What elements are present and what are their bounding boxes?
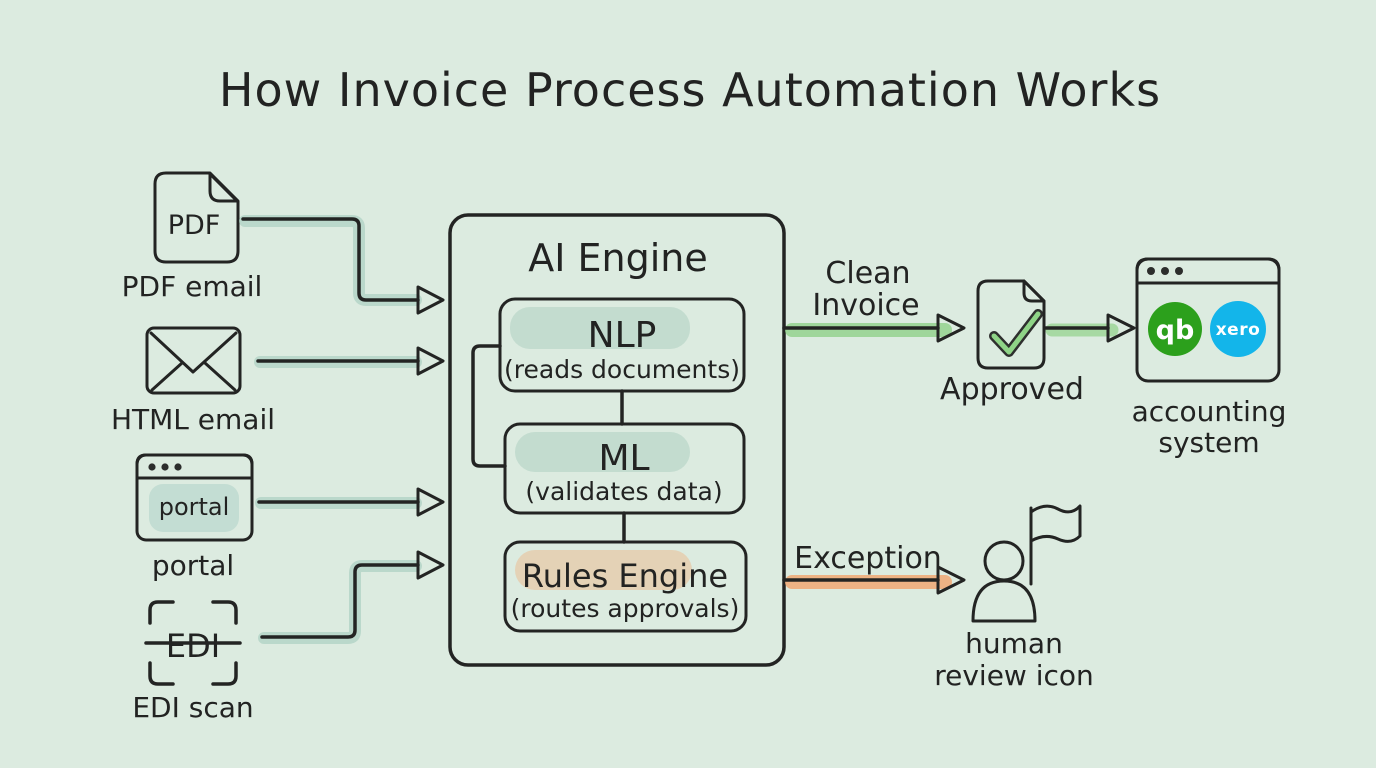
human-review-label-line1: human [965, 627, 1063, 660]
rules-name: Rules Engine [522, 557, 728, 595]
flag-icon [1029, 504, 1082, 543]
clean-invoice-label-line2: Invoice [812, 288, 919, 323]
arrowhead [936, 565, 966, 595]
clean-invoice-label-line1: Clean [825, 256, 910, 291]
pdf-document-icon: PDF [153, 171, 240, 264]
human-review-item: human review icon [934, 504, 1094, 692]
module-nlp: NLP (reads documents) [498, 297, 746, 393]
bracket-connector [471, 344, 507, 468]
ml-name: ML [598, 438, 649, 479]
xero-logo: xero [1210, 301, 1266, 357]
arrowhead [1106, 313, 1136, 343]
window-dot [1161, 267, 1169, 275]
envelope-icon [145, 326, 242, 395]
approved-label: Approved [940, 372, 1084, 407]
module-rules-engine: Rules Engine (routes approvals) [503, 540, 748, 633]
rules-subtitle: (routes approvals) [511, 594, 740, 623]
browser-window-icon: portal [135, 453, 254, 542]
quickbooks-logo: qb [1148, 302, 1202, 356]
window-dot [148, 463, 156, 471]
svg-text:xero: xero [1216, 320, 1261, 340]
approved-document-icon [976, 279, 1046, 370]
edi-scan-label: EDI scan [132, 691, 253, 724]
ai-engine-box: AI Engine NLP (reads documents) ML (vali… [448, 213, 786, 667]
arrow-edi-to-engine [258, 550, 445, 644]
window-dot [1175, 267, 1183, 275]
arrowhead [416, 346, 445, 376]
arrowhead [416, 550, 445, 580]
window-dot [161, 463, 169, 471]
nlp-name: NLP [588, 315, 657, 356]
arrow-approved-to-accounting [1044, 313, 1136, 343]
arrowhead [416, 285, 445, 315]
window-dot [174, 463, 182, 471]
html-email-label: HTML email [111, 403, 275, 436]
arrow-html-to-engine [254, 346, 445, 376]
human-review-label-line2: review icon [934, 659, 1094, 692]
arrow-portal-to-engine [255, 487, 445, 517]
nlp-subtitle: (reads documents) [504, 355, 740, 384]
ai-engine-title: AI Engine [528, 236, 708, 280]
accounting-browser-icon: qb xero [1135, 257, 1281, 383]
module-ml: ML (validates data) [503, 422, 746, 515]
input-pdf-email: PDF PDF email [122, 171, 263, 303]
approved-item: Approved [940, 279, 1084, 407]
accounting-label-line2: system [1158, 426, 1259, 459]
exception-flow: Exception [782, 541, 966, 595]
person-body [971, 579, 1037, 623]
page-title: How Invoice Process Automation Works [219, 63, 1161, 117]
input-portal: portal portal [135, 453, 254, 582]
svg-text:qb: qb [1156, 315, 1195, 346]
arrowhead [936, 313, 966, 343]
arrowhead [416, 487, 445, 517]
scan-frame-icon: EDI [144, 600, 242, 686]
window-dot [1147, 267, 1155, 275]
arrow-pdf-to-engine [239, 215, 445, 315]
edi-icon-text: EDI [166, 627, 220, 665]
clean-invoice-flow: Clean Invoice [782, 256, 966, 343]
accounting-system: qb xero accounting system [1132, 257, 1287, 459]
person-head [983, 540, 1025, 582]
pdf-email-label: PDF email [122, 270, 263, 303]
exception-label: Exception [794, 541, 942, 576]
arrow-engine-to-human [782, 565, 966, 595]
arrow-engine-to-approved [782, 313, 966, 343]
input-html-email: HTML email [111, 326, 275, 436]
portal-icon-text: portal [159, 493, 230, 521]
accounting-label-line1: accounting [1132, 395, 1287, 428]
ml-subtitle: (validates data) [525, 477, 722, 506]
pdf-icon-text: PDF [168, 210, 221, 241]
input-edi-scan: EDI EDI scan [132, 600, 254, 724]
portal-label: portal [152, 549, 234, 582]
human-review-icon [971, 504, 1082, 623]
